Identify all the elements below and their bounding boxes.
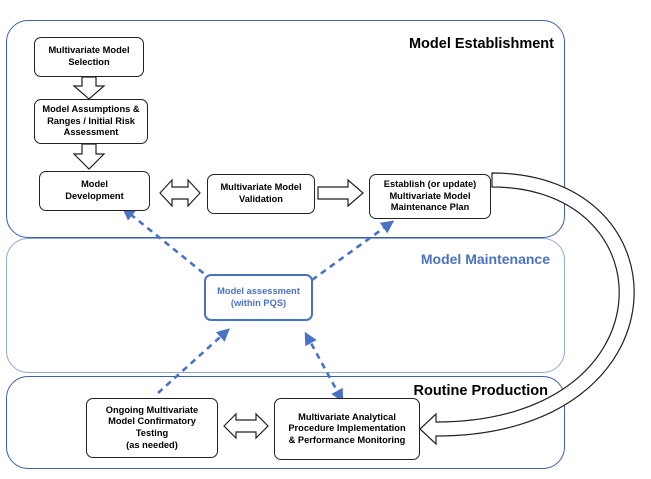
model-assessment-label: Model assessment (within PQS): [217, 285, 300, 308]
maintenance-plan-label: Establish (or update) Multivariate Model…: [383, 179, 477, 213]
model-assumptions-label: Model Assumptions & Ranges / Initial Ris…: [42, 104, 140, 138]
maintenance-plan-box: Establish (or update) Multivariate Model…: [369, 174, 491, 219]
confirmatory-testing-box: Ongoing Multivariate Model Confirmatory …: [86, 398, 218, 458]
model-assumptions-box: Model Assumptions & Ranges / Initial Ris…: [34, 99, 148, 144]
procedure-implementation-box: Multivariate Analytical Procedure Implem…: [274, 398, 420, 460]
model-selection-label: Multivariate Model Selection: [48, 45, 130, 67]
model-development-label: Model Development: [65, 179, 124, 201]
model-development-box: Model Development: [39, 171, 150, 211]
model-validation-label: Multivariate Model Validation: [220, 182, 302, 204]
confirmatory-testing-label: Ongoing Multivariate Model Confirmatory …: [105, 404, 199, 450]
model-selection-box: Multivariate Model Selection: [34, 37, 144, 77]
model-maintenance-title: Model Maintenance: [420, 251, 550, 267]
procedure-implementation-label: Multivariate Analytical Procedure Implem…: [288, 411, 406, 445]
model-validation-box: Multivariate Model Validation: [207, 174, 315, 214]
routine-production-title: Routine Production: [413, 383, 548, 399]
model-assessment-box: Model assessment (within PQS): [204, 274, 313, 321]
model-establishment-title: Model Establishment: [408, 36, 554, 52]
